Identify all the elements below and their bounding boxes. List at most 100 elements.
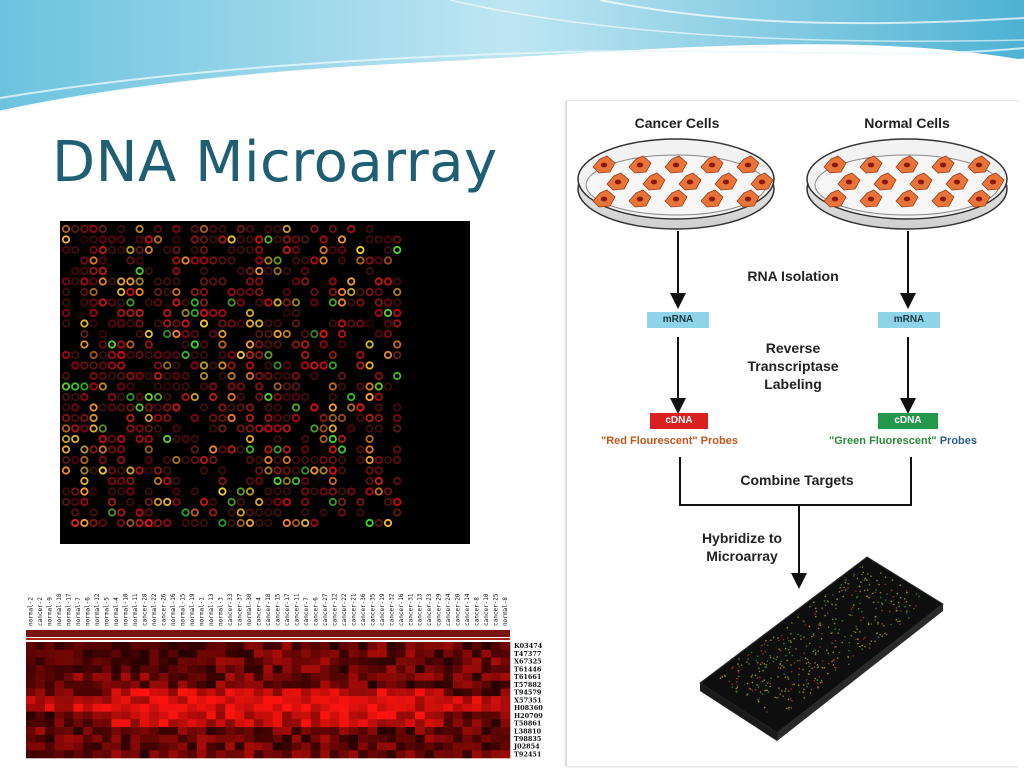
heatmap-row-label: H08360	[514, 704, 543, 712]
heatmap-cell	[443, 688, 454, 697]
array-spot	[126, 476, 135, 486]
heatmap-cell	[491, 649, 501, 658]
heatmap-cell	[320, 742, 330, 751]
heatmap-cell	[377, 727, 387, 736]
heatmap-cell	[139, 657, 150, 666]
heatmap-cell	[253, 649, 264, 658]
heatmap-cell	[206, 703, 217, 712]
heatmap-row-label: T47377	[514, 650, 541, 658]
heatmap-cell	[187, 734, 198, 743]
slide-spot	[859, 590, 861, 593]
array-spot	[328, 298, 337, 307]
array-spot	[117, 287, 126, 297]
heatmap-cell	[244, 672, 255, 681]
array-spot	[328, 424, 337, 433]
heatmap-cell	[73, 688, 84, 697]
heatmap-cell	[111, 719, 122, 728]
array-spot	[282, 392, 291, 402]
array-spot	[172, 319, 181, 328]
heatmap-cell	[158, 719, 169, 728]
array-spot	[80, 466, 89, 475]
array-spot	[153, 371, 163, 381]
array-spot	[227, 350, 236, 360]
heatmap-cell	[500, 688, 511, 697]
heatmap-cell	[339, 642, 349, 651]
array-spot	[337, 445, 347, 454]
heatmap-cell	[415, 719, 425, 728]
heatmap-cell	[481, 719, 492, 728]
heatmap-cell	[358, 672, 368, 681]
heatmap-cell	[472, 703, 482, 712]
heatmap-cell	[54, 672, 65, 681]
slide-spot	[772, 636, 775, 639]
array-spot	[328, 287, 337, 297]
heatmap-cell	[54, 742, 65, 751]
heatmap-cell	[405, 734, 416, 743]
heatmap-cell	[101, 680, 112, 689]
array-spot	[117, 445, 126, 454]
heatmap-cell	[396, 750, 406, 759]
array-spot	[163, 329, 172, 339]
heatmap-cell	[225, 711, 236, 720]
heatmap-cell	[244, 665, 255, 674]
array-spot	[393, 340, 402, 349]
array-spot	[199, 403, 209, 412]
rna-isolation-label: RNA Isolation	[747, 268, 839, 284]
heatmap-cell	[253, 734, 264, 743]
slide-spot	[866, 579, 868, 581]
array-spot	[209, 329, 218, 339]
heatmap-column-label: normal-6	[85, 597, 92, 626]
array-spot	[356, 256, 365, 265]
heatmap-cell	[367, 657, 378, 666]
heatmap-cell	[44, 727, 55, 736]
array-spot	[218, 361, 227, 370]
heatmap-cell	[130, 703, 141, 712]
slide-spot	[884, 583, 886, 586]
heatmap-cell	[481, 680, 492, 689]
heatmap-cell	[481, 696, 492, 705]
array-spot	[144, 340, 153, 349]
heatmap-cell	[111, 688, 122, 697]
array-spot	[301, 487, 310, 496]
slide-spot	[831, 660, 833, 663]
array-spot	[135, 434, 144, 444]
heatmap-cell	[367, 742, 378, 751]
heatmap-cell	[196, 727, 207, 736]
heatmap-cell	[63, 727, 74, 736]
heatmap-cell	[415, 711, 425, 720]
slide-spot	[791, 622, 793, 624]
array-spot	[282, 487, 291, 496]
slide-spot	[781, 664, 783, 667]
heatmap-cell	[415, 672, 425, 681]
slide-spot	[852, 606, 854, 608]
array-spot	[190, 224, 199, 234]
array-spot	[98, 371, 107, 381]
slide-spot	[806, 658, 809, 661]
heatmap-cell	[348, 672, 359, 681]
array-spot	[89, 256, 98, 265]
array-spot	[61, 497, 71, 507]
heatmap-cell	[301, 719, 312, 728]
heatmap-cell	[101, 727, 112, 736]
array-spot	[319, 245, 328, 255]
array-spot	[181, 350, 190, 360]
heatmap-cell	[291, 649, 302, 658]
heatmap-column-label: normal-1	[198, 597, 205, 626]
array-spot	[310, 361, 319, 370]
heatmap-cell	[177, 703, 188, 712]
heatmap-cell	[35, 672, 46, 681]
array-spot	[218, 371, 227, 381]
heatmap-cell	[92, 711, 103, 720]
heatmap-cell	[443, 734, 454, 743]
slide-spot	[892, 595, 895, 598]
array-spot	[153, 413, 163, 423]
array-spot	[181, 340, 190, 349]
slide-spot	[795, 648, 797, 650]
array-spot	[117, 518, 126, 528]
array-spot	[61, 403, 71, 412]
slide-spot	[909, 604, 911, 607]
slide-spot	[782, 695, 784, 697]
heatmap-cell	[215, 665, 226, 674]
slide-spot	[728, 680, 730, 683]
heatmap-cell	[92, 703, 103, 712]
